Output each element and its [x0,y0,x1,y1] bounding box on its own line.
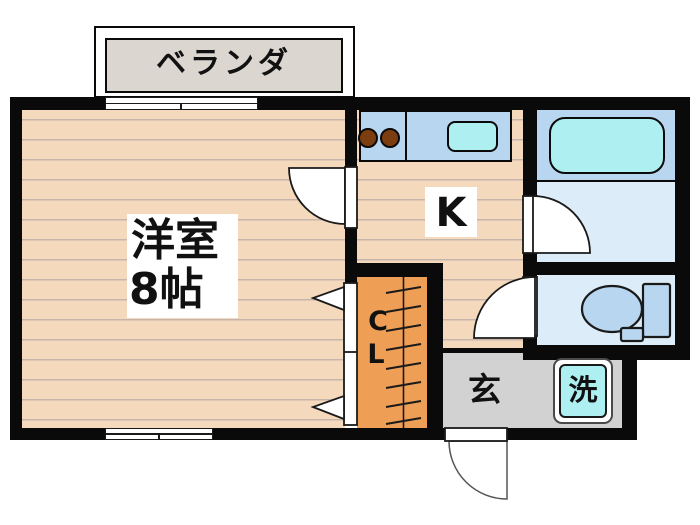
kitchen-label-box [425,187,477,237]
window-tick [158,433,160,439]
closet-door-arrow-icon [310,285,345,312]
stove-burner-icon [358,128,378,148]
closet-hatch-ticks [385,286,422,425]
wall-kitchen-bath-lower [523,336,537,360]
wall-toilet-bottom [523,345,690,360]
veranda-deck [105,38,343,93]
wall-closet-right [427,263,443,428]
window-tick [180,102,182,109]
kitchen-sink-icon [447,121,498,152]
entry-door-leaf-icon [444,427,508,442]
room-door-leaf-icon [344,166,358,229]
western-room-label-line1: 洋室 [131,215,219,266]
washer-label: 洗 [568,373,598,407]
wall-closet-top [345,263,440,277]
closet-label-line2: L [367,339,385,370]
stove-burner-icon [380,128,400,148]
bathtub-icon [549,117,665,174]
wall-entrance-right [622,357,637,440]
wall-bath-bottom [523,262,675,275]
wall-kitchen-bath-upper [523,97,537,196]
sliding-window-icon [105,428,213,440]
veranda-label: ベランダ [156,46,292,81]
window-rail [106,102,257,104]
counter-divider [405,110,407,162]
wall-left [10,97,22,440]
kitchen-label: K [435,190,467,236]
closet-door-panel-icon [343,282,358,426]
entrance-label: 玄 [468,370,501,409]
closet-label-line1: C [368,306,388,337]
closet-door-arrow-icon [310,394,345,421]
toilet-icon [580,282,672,343]
room-door-swing-icon [288,167,346,225]
western-room-label-box [127,214,238,318]
toilet-door-swing-icon [473,276,536,339]
western-room-label-line2: 8帖 [129,264,204,315]
bathroom-door-swing-icon [532,195,591,254]
wall-right [675,97,690,360]
wall-entrance-top [443,348,523,353]
wall-room-kitchen-upper [345,97,357,168]
sliding-window-icon [105,97,258,110]
entry-door-swing-icon [448,440,508,500]
bathroom-divider-line [537,180,675,182]
washing-machine-tub [559,364,607,418]
